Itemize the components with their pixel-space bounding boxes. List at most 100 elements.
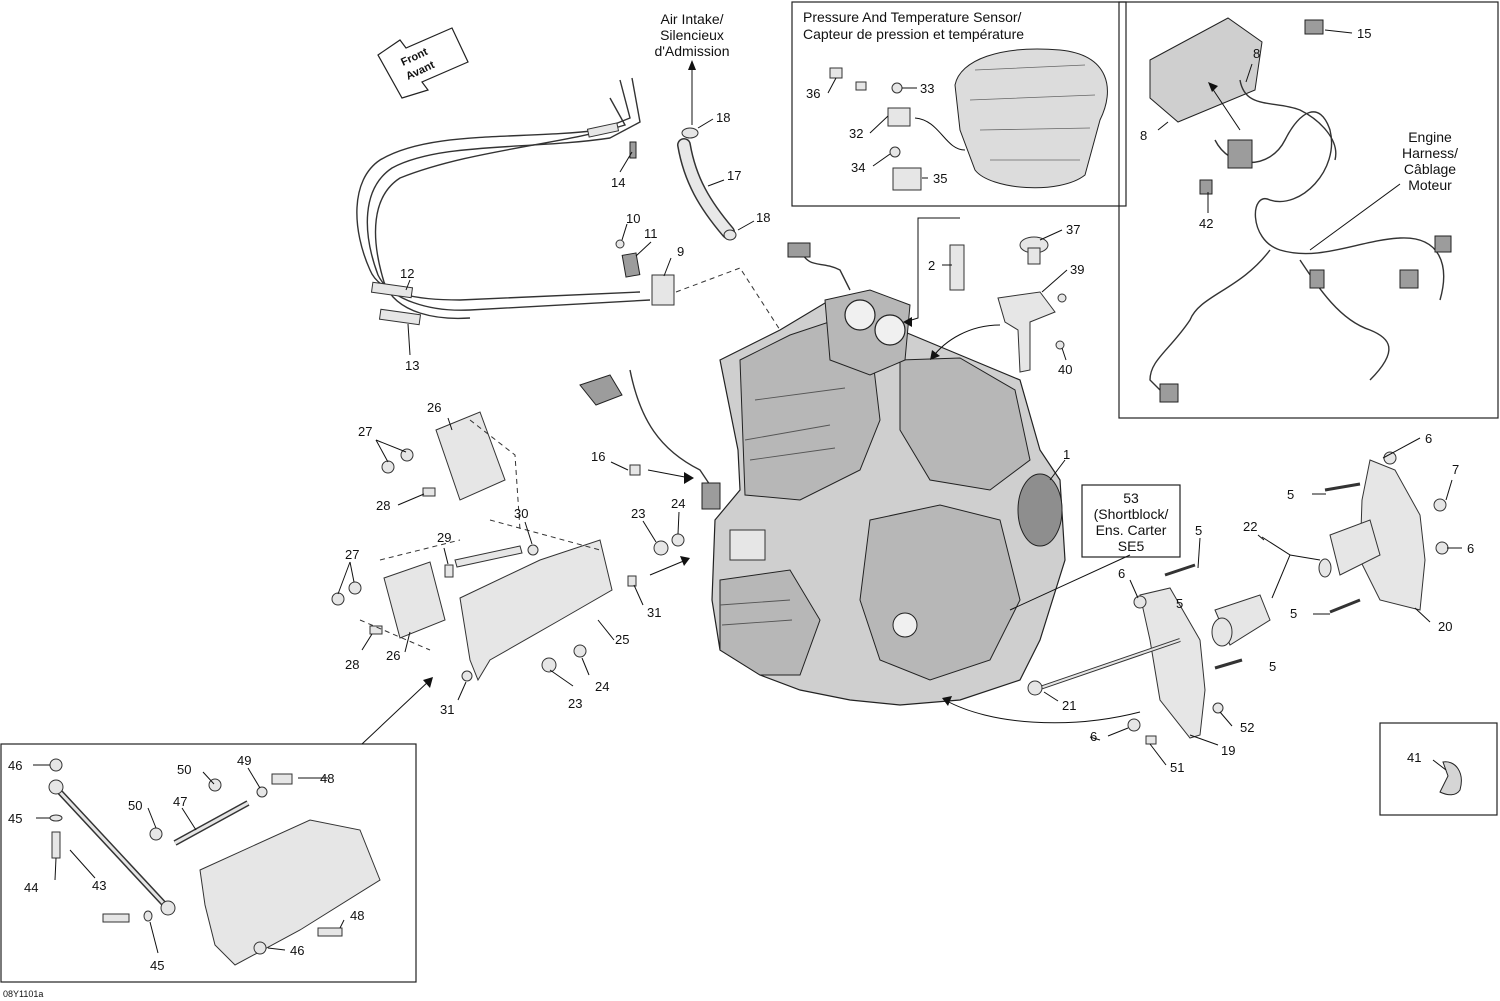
sensor-inset-title-line1: Pressure And Temperature Sensor/: [803, 9, 1022, 25]
sensor-inset: [829, 48, 1108, 191]
callout-46: 46: [290, 943, 304, 958]
shortblock-label-line4: SE5: [1118, 538, 1145, 554]
callout-7: 7: [1452, 462, 1459, 477]
callout-19: 19: [1221, 743, 1235, 758]
callout-25: 25: [615, 632, 629, 647]
callout-28: 28: [345, 657, 359, 672]
callout-48: 48: [320, 771, 334, 786]
callout-5: 5: [1195, 523, 1202, 538]
callout-37: 37: [1066, 222, 1080, 237]
callout-5: 5: [1290, 606, 1297, 621]
engine-mount-parts: [331, 411, 694, 745]
callout-42: 42: [1199, 216, 1213, 231]
callout-34: 34: [851, 160, 865, 175]
callout-9: 9: [677, 244, 684, 259]
callout-26: 26: [427, 400, 441, 415]
callout-13: 13: [405, 358, 419, 373]
callout-36: 36: [806, 86, 820, 101]
harness-label-line1: Engine: [1408, 129, 1452, 145]
callout-6: 6: [1467, 541, 1474, 556]
callout-44: 44: [24, 880, 38, 895]
callout-50: 50: [128, 798, 142, 813]
callout-2: 2: [928, 258, 935, 273]
engine-assembly: [579, 242, 1066, 706]
callout-41: 41: [1407, 750, 1421, 765]
callout-23: 23: [631, 506, 645, 521]
callout-leaders: [33, 29, 1462, 954]
callout-31: 31: [647, 605, 661, 620]
callout-40: 40: [1058, 362, 1072, 377]
callout-21: 21: [1062, 698, 1076, 713]
callout-15: 15: [1357, 26, 1371, 41]
spacer-and-bracket-parts: [903, 217, 1067, 373]
throttle-cables: [356, 77, 651, 326]
callout-28: 28: [376, 498, 390, 513]
inset-captions: Pressure And Temperature Sensor/ Capteur…: [3, 9, 1458, 999]
callout-45: 45: [8, 811, 22, 826]
callout-24: 24: [595, 679, 609, 694]
callout-26: 26: [386, 648, 400, 663]
callout-11: 11: [644, 226, 658, 241]
air-intake-label-line2: Silencieux: [660, 27, 724, 43]
harness-label-line3: Câblage: [1404, 161, 1456, 177]
callout-8: 8: [1253, 46, 1260, 61]
torque-rod-inset: [48, 758, 381, 966]
front-arrow: Front Avant: [377, 27, 469, 99]
callout-8: 8: [1140, 128, 1147, 143]
harness-label-line4: Moteur: [1408, 177, 1452, 193]
callout-29: 29: [437, 530, 451, 545]
callout-43: 43: [92, 878, 106, 893]
callout-24: 24: [671, 496, 685, 511]
callout-47: 47: [173, 794, 187, 809]
callout-30: 30: [514, 506, 528, 521]
callout-45: 45: [150, 958, 164, 973]
clamp-part: [1439, 761, 1462, 796]
callout-27: 27: [358, 424, 372, 439]
diagram-code: 08Y1101a: [3, 989, 43, 999]
shortblock-callout-box: [1081, 484, 1181, 558]
harness-inset-frame: [1118, 1, 1499, 419]
sensor-inset-frame: [791, 1, 1127, 207]
callout-6: 6: [1425, 431, 1432, 446]
intake-tube: [677, 127, 737, 241]
air-intake-label-line1: Air Intake/: [660, 11, 723, 27]
callout-17: 17: [727, 168, 741, 183]
shortblock-label-line3: Ens. Carter: [1096, 522, 1167, 538]
callout-18: 18: [756, 210, 770, 225]
sensor-inset-title-line2: Capteur de pression et température: [803, 26, 1024, 42]
callout-33: 33: [920, 81, 934, 96]
callout-numbers: 1 2 5 5 5 5 5 6 6 6 6 7 8 8 9 10 11 12 1…: [8, 26, 1474, 973]
callout-46: 46: [8, 758, 22, 773]
callout-32: 32: [849, 126, 863, 141]
callout-6: 6: [1090, 729, 1097, 744]
air-intake-arrow-head: [688, 60, 696, 70]
cable-bracket: [615, 239, 781, 331]
callout-14: 14: [611, 175, 625, 190]
callout-18: 18: [716, 110, 730, 125]
torque-rod-inset-frame: [0, 743, 417, 983]
harness-label-line2: Harness/: [1402, 145, 1458, 161]
callout-48: 48: [350, 908, 364, 923]
callout-6: 6: [1118, 566, 1125, 581]
callout-5: 5: [1176, 596, 1183, 611]
callout-16: 16: [591, 449, 605, 464]
callout-51: 51: [1170, 760, 1184, 775]
callout-31: 31: [440, 702, 454, 717]
callout-52: 52: [1240, 720, 1254, 735]
callout-20: 20: [1438, 619, 1452, 634]
callout-5: 5: [1287, 487, 1294, 502]
clamp-inset-frame: [1379, 722, 1498, 816]
air-intake-label-line3: d'Admission: [654, 43, 729, 59]
callout-12: 12: [400, 266, 414, 281]
right-mount-parts: [942, 451, 1449, 745]
callout-10: 10: [626, 211, 640, 226]
callout-23: 23: [568, 696, 582, 711]
callout-50: 50: [177, 762, 191, 777]
shortblock-label-line2: (Shortblock/: [1094, 506, 1169, 522]
callout-35: 35: [933, 171, 947, 186]
callout-49: 49: [237, 753, 251, 768]
callout-27: 27: [345, 547, 359, 562]
callout-5: 5: [1269, 659, 1276, 674]
harness-inset: [1149, 17, 1452, 403]
